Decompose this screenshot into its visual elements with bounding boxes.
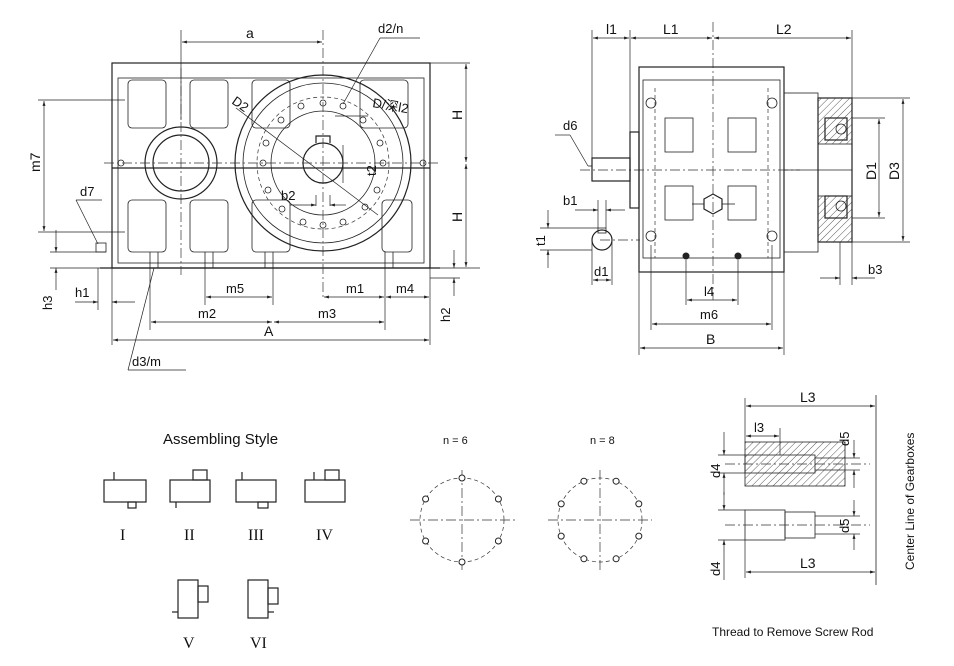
label-L3-top: L3 <box>800 389 816 405</box>
label-m5: m5 <box>226 281 244 296</box>
style-V: V <box>183 635 195 652</box>
label-t1: t1 <box>533 235 548 246</box>
label-l4: l4 <box>704 284 714 299</box>
label-d5-bottom: d5 <box>837 519 852 533</box>
bolt-pattern-n6: n = 6 <box>410 435 515 572</box>
label-b2: b2 <box>281 188 295 203</box>
bolt-hole <box>494 537 502 545</box>
label-m7: m7 <box>27 152 43 172</box>
label-a: a <box>246 25 254 41</box>
label-m2: m2 <box>198 306 216 321</box>
style-VI: VI <box>250 635 267 652</box>
label-D1: D1 <box>863 162 879 180</box>
label-b3: b3 <box>868 262 882 277</box>
label-B: B <box>706 331 715 347</box>
label-t2: t2 <box>364 165 379 176</box>
label-m3: m3 <box>318 306 336 321</box>
label-l3: l3 <box>754 420 764 435</box>
label-d7: d7 <box>80 184 94 199</box>
gearbox-centerline-note: Center Line of Gearboxes <box>903 433 917 570</box>
thread-detail: Center Line of Gearboxes L3 l3 d5 d4 <box>708 389 917 639</box>
label-D2: D2 <box>229 93 251 115</box>
label-d4-bottom: d4 <box>708 562 723 576</box>
label-L1: L1 <box>663 21 679 37</box>
front-view: a d2/n D2 D/深l2 H H m7 t2 b2 d7 <box>27 21 480 371</box>
label-m1: m1 <box>346 281 364 296</box>
label-d5-top: d5 <box>837 432 852 446</box>
bolt-hole <box>557 500 565 508</box>
style-III: III <box>248 527 264 544</box>
bolt-hole <box>612 555 620 563</box>
label-d6: d6 <box>563 118 577 133</box>
label-h2: h2 <box>438 308 453 322</box>
style-I: I <box>120 527 125 544</box>
label-D-depth: D/深l2 <box>371 95 409 116</box>
bolt-hole <box>458 558 466 566</box>
label-l1: l1 <box>606 21 617 37</box>
bolt-pattern-n6-label: n = 6 <box>443 435 468 447</box>
bolt-hole <box>580 555 588 563</box>
bolt-hole <box>422 537 430 545</box>
side-view: l1 L1 L2 d6 D1 D3 b1 t1 d1 <box>533 21 910 355</box>
bolt-hole <box>557 532 565 540</box>
label-b1: b1 <box>563 193 577 208</box>
assembling-title: Assembling Style <box>163 431 278 448</box>
bolt-hole <box>635 532 643 540</box>
label-m6: m6 <box>700 307 718 322</box>
label-d4-top: d4 <box>708 464 723 478</box>
assembling-style: Assembling Style I II III IV V VI <box>103 431 346 652</box>
bolt-hole <box>422 495 430 503</box>
style-IV: IV <box>316 527 333 544</box>
label-d3-m: d3/m <box>132 354 161 369</box>
thread-caption: Thread to Remove Screw Rod <box>712 625 873 639</box>
label-d1: d1 <box>594 264 608 279</box>
label-m4: m4 <box>396 281 414 296</box>
label-D3: D3 <box>886 162 902 180</box>
bolt-hole <box>458 474 466 482</box>
bolt-hole <box>494 495 502 503</box>
bolt-hole <box>635 500 643 508</box>
label-L3-bottom: L3 <box>800 555 816 571</box>
flange-bolt-holes <box>259 99 387 229</box>
bolt-hole <box>580 477 588 485</box>
label-h1: h1 <box>75 285 89 300</box>
bolt-hole <box>612 477 620 485</box>
label-H-top: H <box>449 110 465 120</box>
label-d2-n: d2/n <box>378 21 403 36</box>
label-L2: L2 <box>776 21 792 37</box>
label-H-bottom: H <box>449 212 465 222</box>
style-II: II <box>184 527 195 544</box>
bolt-pattern-n8-label: n = 8 <box>590 435 615 447</box>
bolt-pattern-n8: n = 8 <box>548 435 652 572</box>
label-h3: h3 <box>40 296 55 310</box>
label-A: A <box>264 323 274 339</box>
